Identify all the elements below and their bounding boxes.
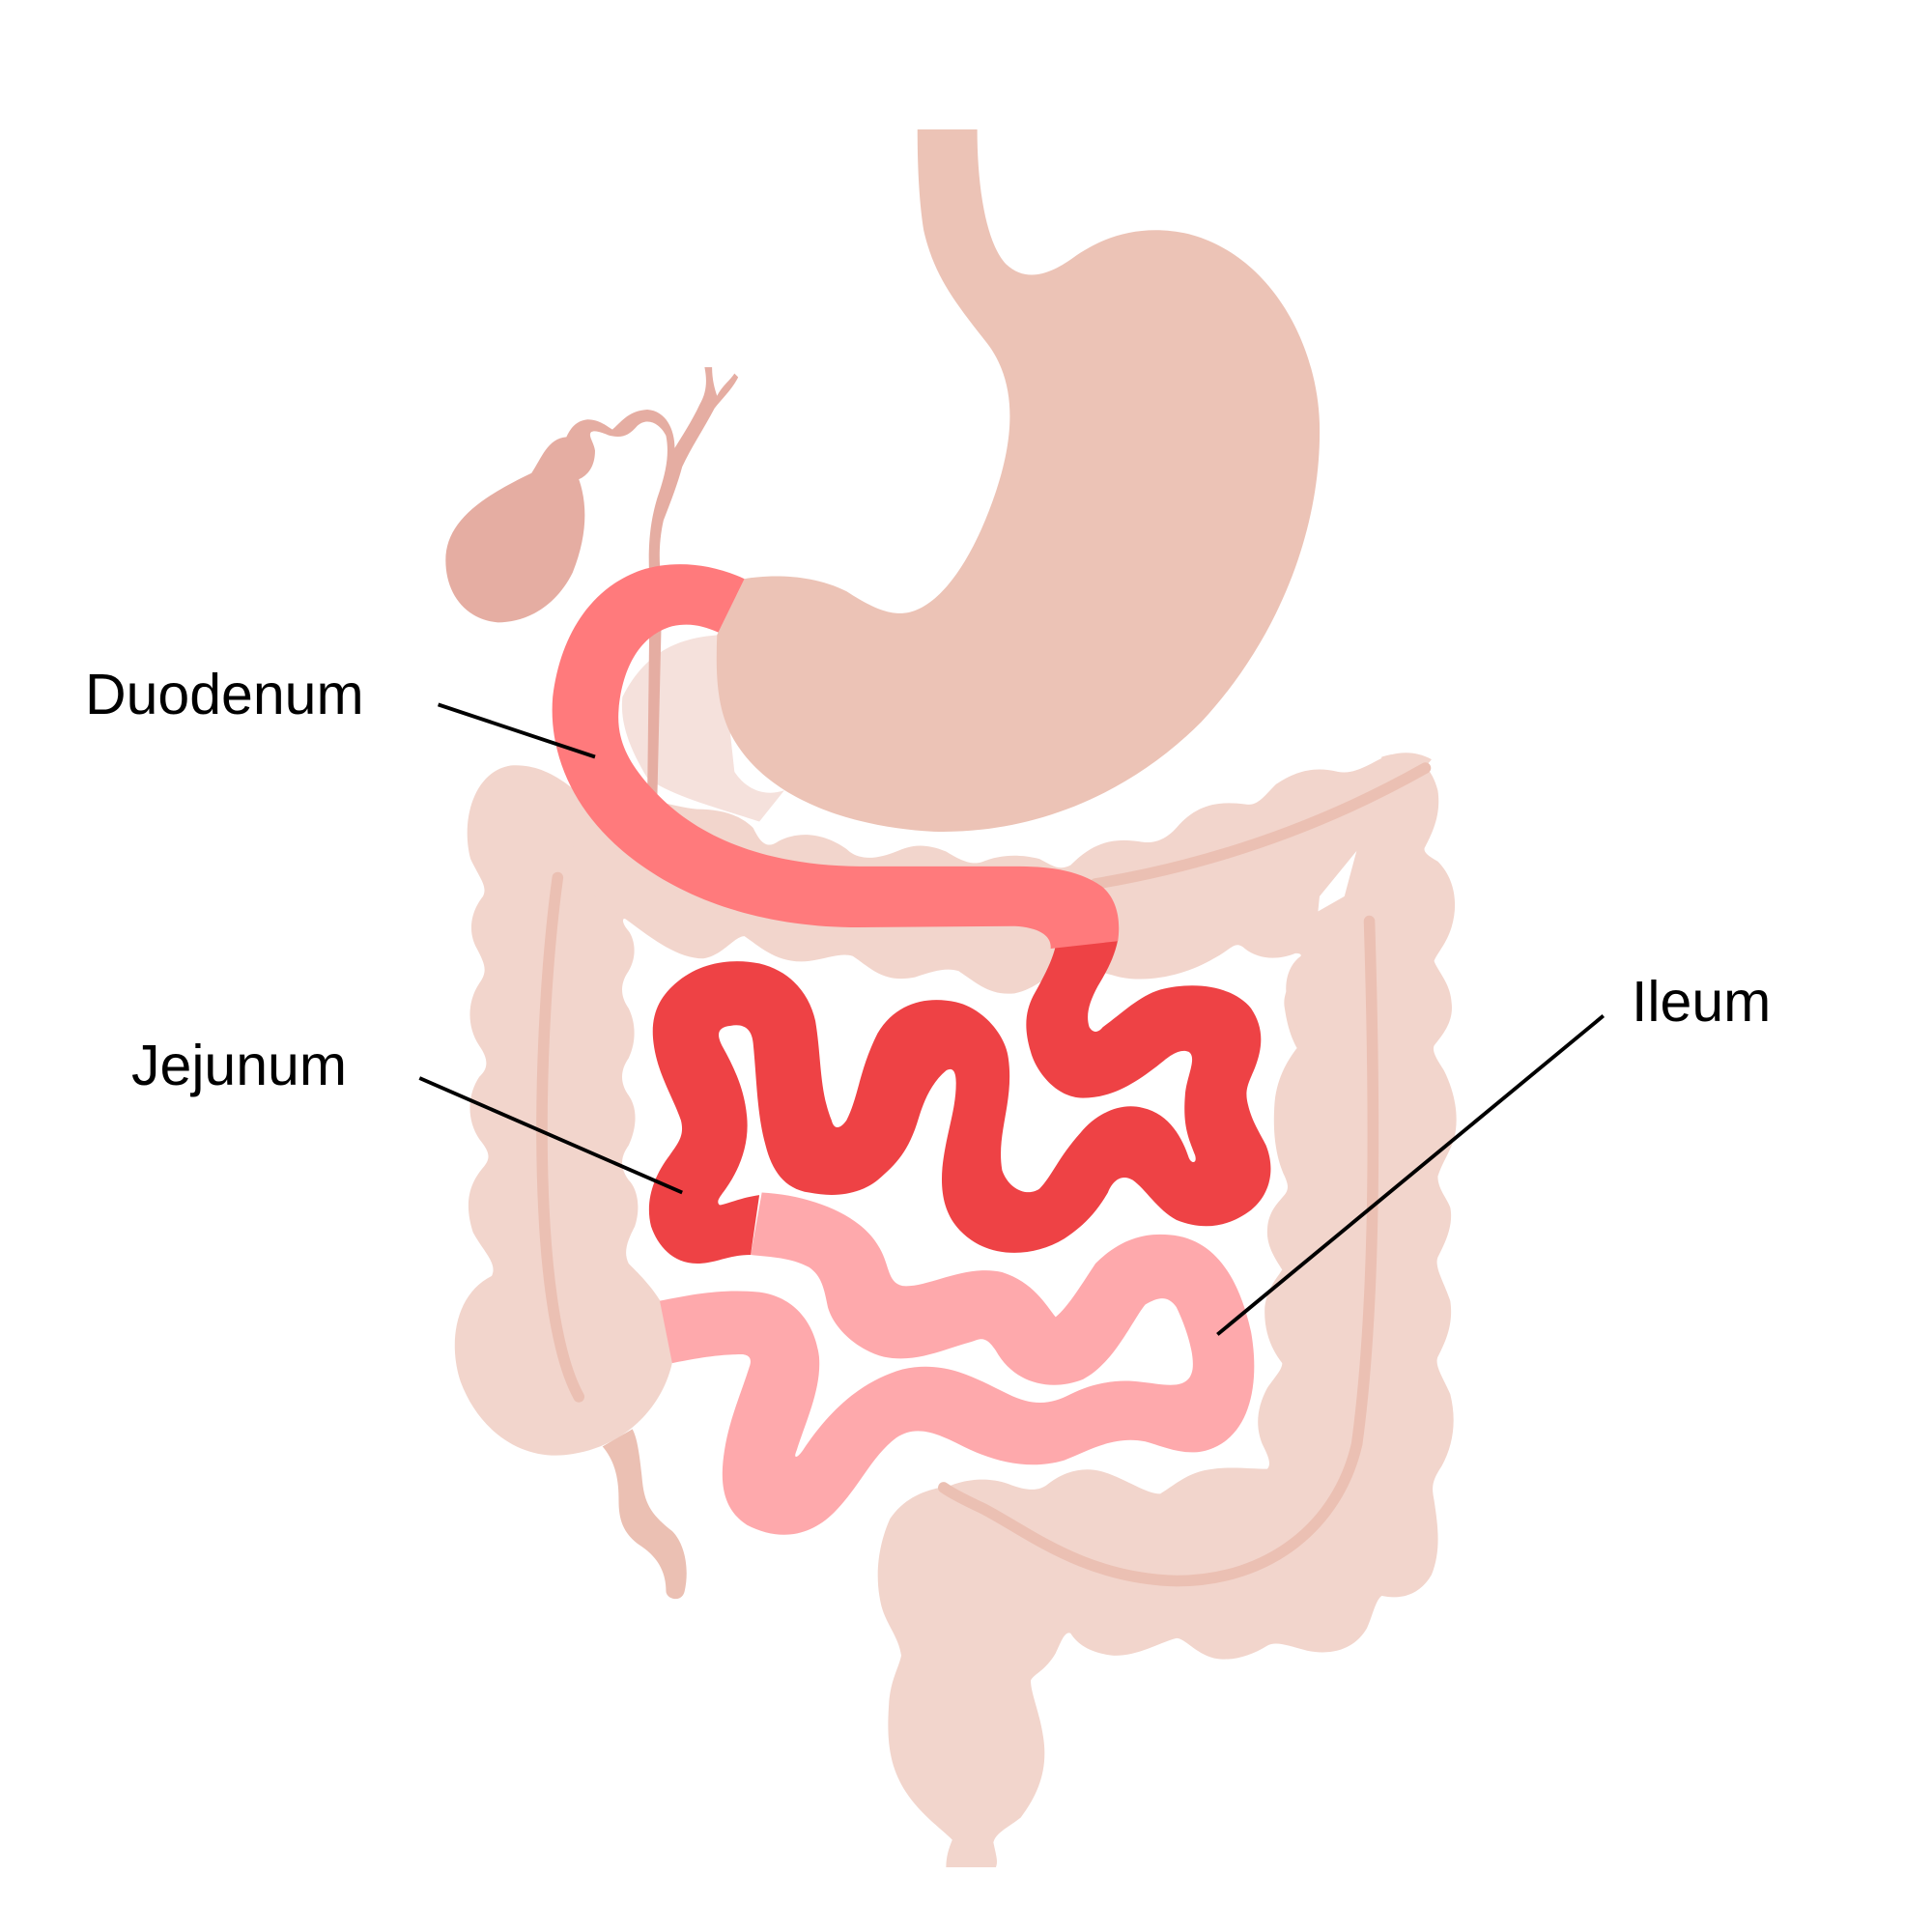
ascending-colon [454, 765, 675, 1456]
pancreas [621, 635, 784, 822]
ileum [659, 1192, 1255, 1535]
appendix [602, 1429, 687, 1600]
jejunum [648, 939, 1271, 1264]
gallbladder-group [445, 367, 739, 797]
ileum-label: Ileum [1632, 970, 1772, 1034]
jejunum-label: Jejunum [131, 1034, 348, 1097]
gallbladder [445, 367, 739, 797]
duodenum-leader-line [437, 702, 596, 759]
rectum [946, 1844, 996, 1867]
ileum-leader-line [1216, 1014, 1605, 1336]
colon-contour-lines [536, 762, 1432, 1587]
duodenum [552, 564, 1120, 949]
leader-lines [418, 702, 1605, 1336]
jejunum-leader-line [418, 1076, 683, 1195]
descending-colon [877, 753, 1457, 1867]
duodenum-label: Duodenum [85, 663, 364, 726]
stomach [716, 129, 1321, 832]
